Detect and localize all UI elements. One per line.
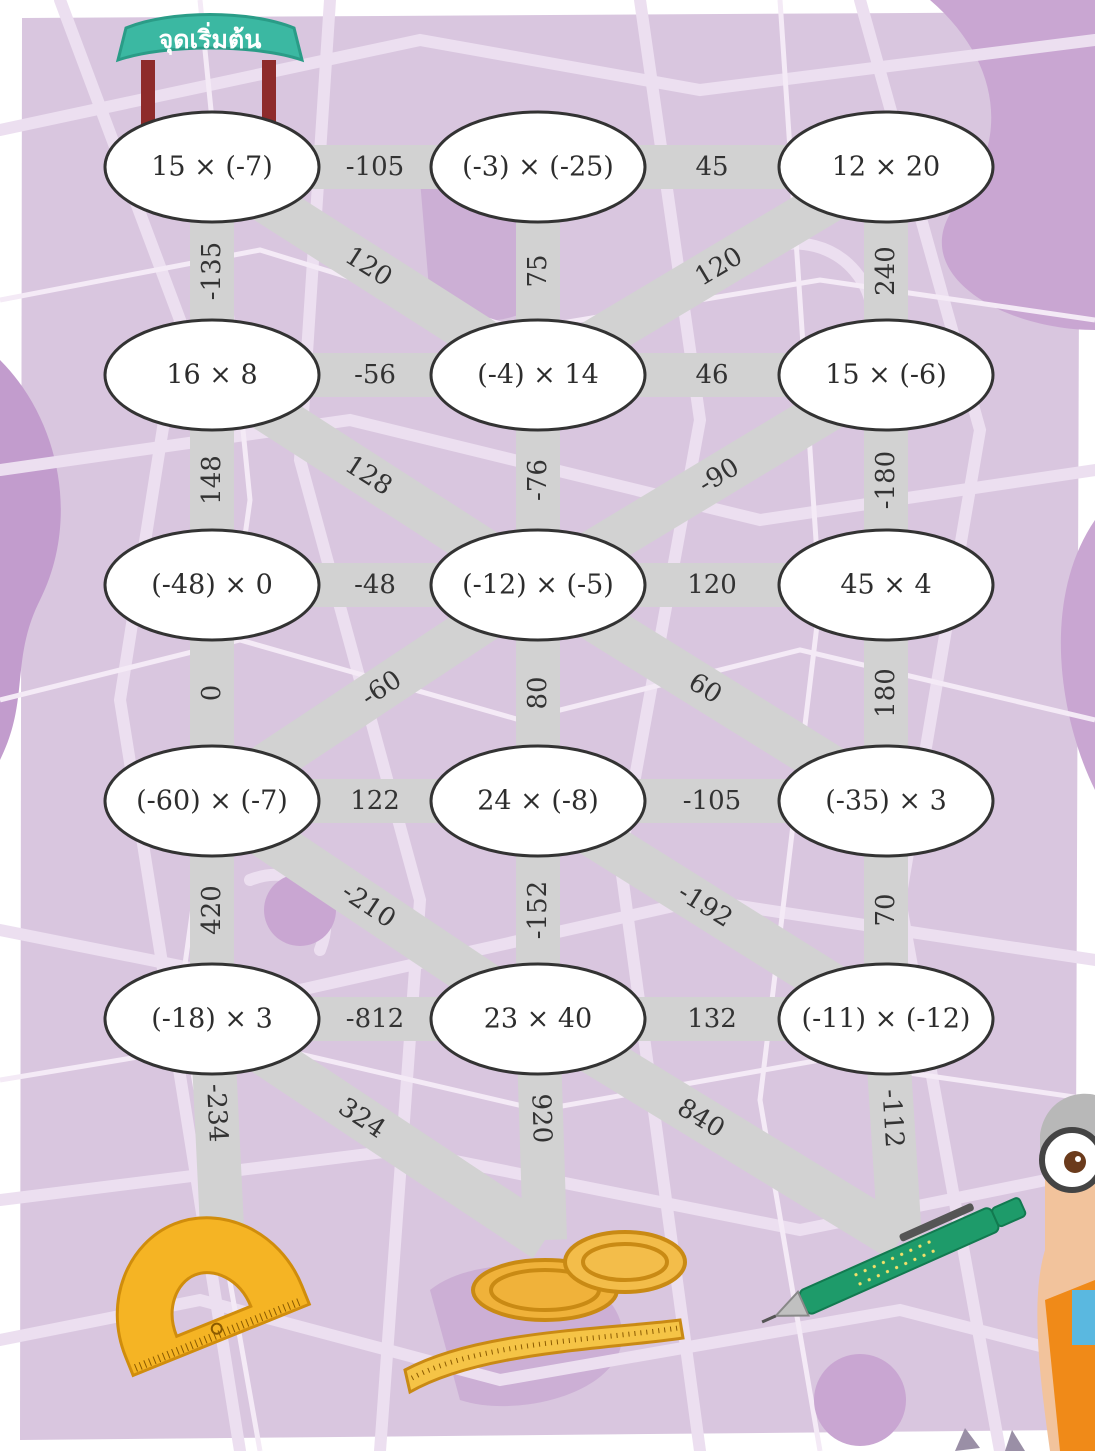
node-r1c1[interactable]: (-4) × 14 bbox=[431, 320, 645, 430]
node-label: 15 × (-6) bbox=[825, 360, 947, 391]
node-r2c0[interactable]: (-48) × 0 bbox=[105, 530, 319, 640]
road-label: -234 bbox=[200, 1083, 233, 1143]
node-r4c1[interactable]: 23 × 40 bbox=[431, 964, 645, 1074]
node-label: (-3) × (-25) bbox=[462, 152, 614, 183]
road-label: 75 bbox=[523, 254, 553, 287]
node-r1c0[interactable]: 16 × 8 bbox=[105, 320, 319, 430]
road-label: -112 bbox=[875, 1088, 909, 1148]
node-r0c1[interactable]: (-3) × (-25) bbox=[431, 112, 645, 222]
road-label: 45 bbox=[695, 152, 728, 182]
road-label: -48 bbox=[354, 570, 396, 600]
road-label: 46 bbox=[695, 360, 728, 390]
node-label: (-60) × (-7) bbox=[136, 786, 288, 817]
road-label: 420 bbox=[197, 885, 227, 935]
road-label: -105 bbox=[683, 786, 741, 816]
start-banner-text: จุดเริ่มต้น bbox=[159, 22, 262, 56]
road-label: 120 bbox=[687, 570, 737, 600]
road-label: -152 bbox=[523, 881, 553, 939]
road-label: -56 bbox=[354, 360, 396, 390]
node-label: (-11) × (-12) bbox=[802, 1004, 971, 1035]
road-label: 0 bbox=[197, 685, 227, 702]
node-label: 23 × 40 bbox=[484, 1004, 593, 1035]
road-label: -76 bbox=[523, 459, 553, 501]
road-label: 240 bbox=[871, 246, 901, 296]
node-r4c2[interactable]: (-11) × (-12) bbox=[779, 964, 993, 1074]
road-label: 132 bbox=[687, 1004, 737, 1034]
node-label: (-18) × 3 bbox=[151, 1004, 273, 1035]
node-r0c0[interactable]: 15 × (-7) bbox=[105, 112, 319, 222]
road-label: -105 bbox=[346, 152, 404, 182]
node-r1c2[interactable]: 15 × (-6) bbox=[779, 320, 993, 430]
road-label: -812 bbox=[346, 1004, 404, 1034]
node-r3c2[interactable]: (-35) × 3 bbox=[779, 746, 993, 856]
node-r2c2[interactable]: 45 × 4 bbox=[779, 530, 993, 640]
road-label: -135 bbox=[197, 242, 227, 300]
node-label: 12 × 20 bbox=[832, 152, 941, 183]
road-label: 148 bbox=[197, 455, 227, 505]
node-label: 15 × (-7) bbox=[151, 152, 273, 183]
node-r3c0[interactable]: (-60) × (-7) bbox=[105, 746, 319, 856]
road-label: 122 bbox=[350, 786, 400, 816]
road-label: -180 bbox=[871, 451, 901, 509]
node-label: (-48) × 0 bbox=[151, 570, 273, 601]
node-r2c1[interactable]: (-12) × (-5) bbox=[431, 530, 645, 640]
teacher-character bbox=[1037, 1094, 1095, 1451]
node-label: (-4) × 14 bbox=[477, 360, 599, 391]
node-r3c1[interactable]: 24 × (-8) bbox=[431, 746, 645, 856]
road-label: 70 bbox=[871, 893, 901, 926]
node-label: 45 × 4 bbox=[840, 570, 931, 601]
road-label: 180 bbox=[871, 668, 901, 718]
node-label: (-12) × (-5) bbox=[462, 570, 614, 601]
node-r0c2[interactable]: 12 × 20 bbox=[779, 112, 993, 222]
node-label: 16 × 8 bbox=[166, 360, 257, 391]
node-r4c0[interactable]: (-18) × 3 bbox=[105, 964, 319, 1074]
road-label: 920 bbox=[525, 1093, 557, 1144]
node-label: 24 × (-8) bbox=[477, 786, 599, 817]
road-label: 80 bbox=[523, 676, 553, 709]
node-label: (-35) × 3 bbox=[825, 786, 947, 817]
